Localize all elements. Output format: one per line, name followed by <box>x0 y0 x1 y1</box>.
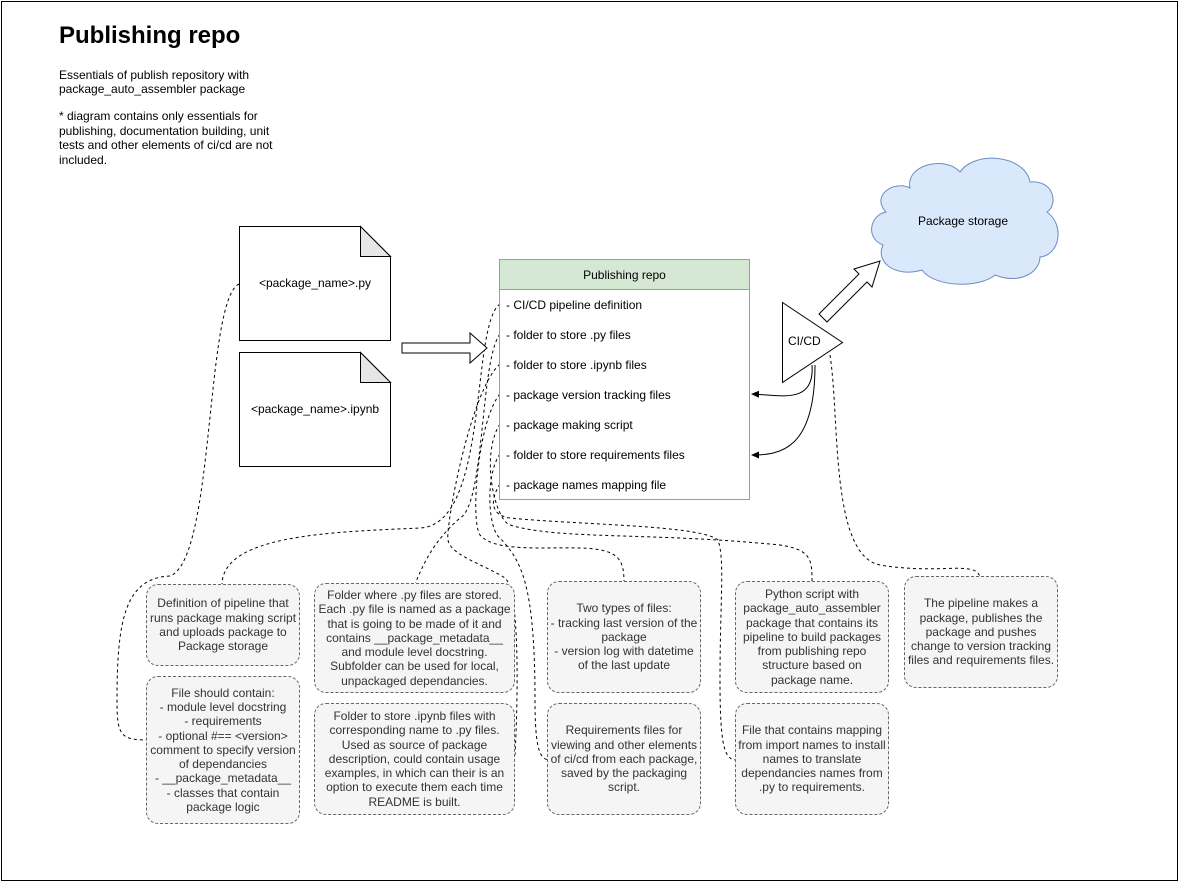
publishing-repo-title: Publishing repo <box>500 260 749 290</box>
repo-item-version-files: - package version tracking files <box>506 388 671 402</box>
description-mapping-file: File that contains mapping from import n… <box>735 703 889 815</box>
connector-py-file <box>116 283 240 741</box>
cicd-label: CI/CD <box>788 334 821 348</box>
connector-py-folder <box>414 333 501 585</box>
connector-version <box>475 393 625 584</box>
package-storage-label: Package storage <box>917 214 1009 228</box>
py-file-label: <package_name>.py <box>258 276 372 290</box>
block-arrow-files-to-repo <box>401 331 488 365</box>
page-title: Publishing repo <box>59 22 241 49</box>
connector-ipynb-folder <box>447 363 518 756</box>
block-arrow-cicd-to-storage <box>818 260 881 323</box>
description-pipeline-action: The pipeline makes a package, publishes … <box>904 576 1058 688</box>
connector-mapping <box>492 483 738 761</box>
repo-item-py-folder: - folder to store .py files <box>506 328 631 342</box>
description-version-files: Two types of files: - tracking last vers… <box>547 581 701 693</box>
cicd-triangle-shape <box>782 301 844 384</box>
dashed-connectors <box>116 283 981 761</box>
connector-script <box>489 423 813 584</box>
solid-arrows <box>751 364 816 459</box>
diagram-subtitle: Essentials of publish repository with pa… <box>59 68 250 96</box>
description-py-file: File should contain: - module level docs… <box>146 676 300 824</box>
connector-requirements <box>489 453 549 761</box>
publishing-repo-container: Publishing repo - CI/CD pipeline definit… <box>499 259 750 500</box>
repo-item-cicd-definition: - CI/CD pipeline definition <box>506 298 643 312</box>
description-requirements: Requirements files for viewing and other… <box>547 703 701 815</box>
arrow-cicd-to-requirements <box>751 364 816 459</box>
storage-cloud-shape <box>871 157 1059 285</box>
connector-cicd-storage <box>829 354 981 578</box>
description-py-folder: Folder where .py files are stored. Each … <box>314 583 515 693</box>
description-making-script: Python script with package_auto_assemble… <box>735 581 889 693</box>
py-file-document-shape <box>239 226 391 341</box>
repo-item-ipynb-folder: - folder to store .ipynb files <box>506 358 647 372</box>
description-ipynb-folder: Folder to store .ipynb files with corres… <box>314 703 515 815</box>
ipynb-file-label: <package_name>.ipynb <box>250 402 380 416</box>
description-pipeline: Definition of pipeline that runs package… <box>146 584 300 666</box>
repo-item-requirements-folder: - folder to store requirements files <box>506 448 685 462</box>
arrow-cicd-to-version-files <box>751 364 813 398</box>
repo-item-making-script: - package making script <box>506 418 633 432</box>
diagram-note: * diagram contains only essentials for p… <box>59 109 273 167</box>
ipynb-file-document-shape <box>239 352 391 467</box>
repo-item-mapping-file: - package names mapping file <box>506 478 667 492</box>
